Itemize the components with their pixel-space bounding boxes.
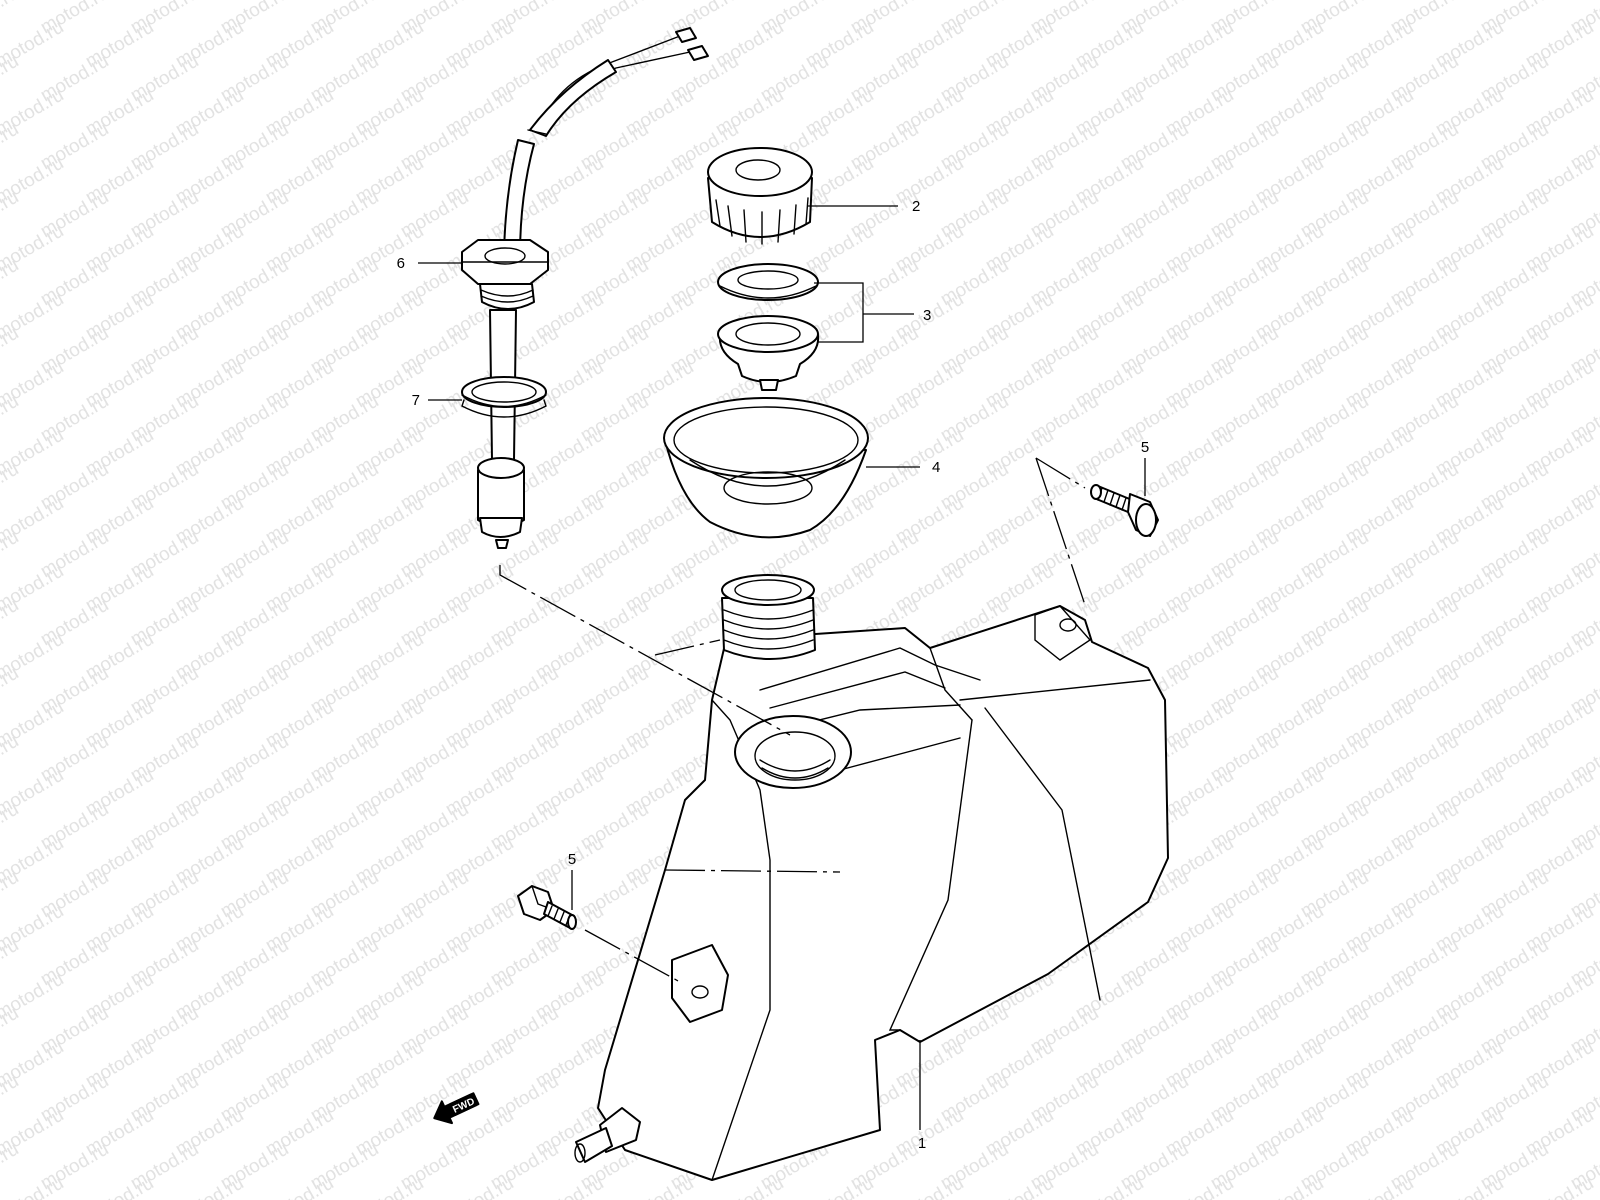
watermark-text: motod.ru: [1522, 1173, 1597, 1200]
callout-4: 4: [932, 459, 940, 476]
watermark-text: motod.ru: [622, 1173, 697, 1200]
watermark-text: motod.ru: [0, 1173, 67, 1200]
watermark-text: motod.ru: [172, 1173, 247, 1200]
callout-6: 6: [397, 255, 405, 272]
watermark-text: motod.ru: [352, 1173, 427, 1200]
watermark-text: motod.ru: [1252, 1173, 1327, 1200]
callout-3: 3: [923, 307, 931, 324]
callout-5-upper: 5: [1141, 439, 1149, 456]
watermark-text: motod.ru: [1342, 1173, 1417, 1200]
watermark-text: motod.ru: [892, 1173, 967, 1200]
callout-5-lower: 5: [568, 851, 576, 868]
fuel-cap-icon: [707, 147, 813, 245]
watermark-text: motod.ru: [1432, 1173, 1507, 1200]
watermark-text: motod.ru: [262, 1173, 337, 1200]
callout-1: 1: [918, 1135, 926, 1152]
callout-2: 2: [912, 198, 920, 215]
fwd-label: FWD: [451, 1096, 476, 1116]
watermark-text: motod.ru: [802, 1173, 877, 1200]
callout-7: 7: [412, 392, 420, 409]
watermark-text: motod.ru: [442, 1173, 517, 1200]
watermark-text: motod.ru: [1162, 1173, 1237, 1200]
watermark-text: motod.ru: [0, 0, 22, 38]
watermark-text: motod.ru: [982, 1173, 1057, 1200]
gasket-icon: [717, 263, 820, 391]
watermark-text: motod.ru: [532, 1173, 607, 1200]
watermark-text: motod.ru: [82, 1173, 157, 1200]
watermark-text: motod.ru: [1072, 1173, 1147, 1200]
